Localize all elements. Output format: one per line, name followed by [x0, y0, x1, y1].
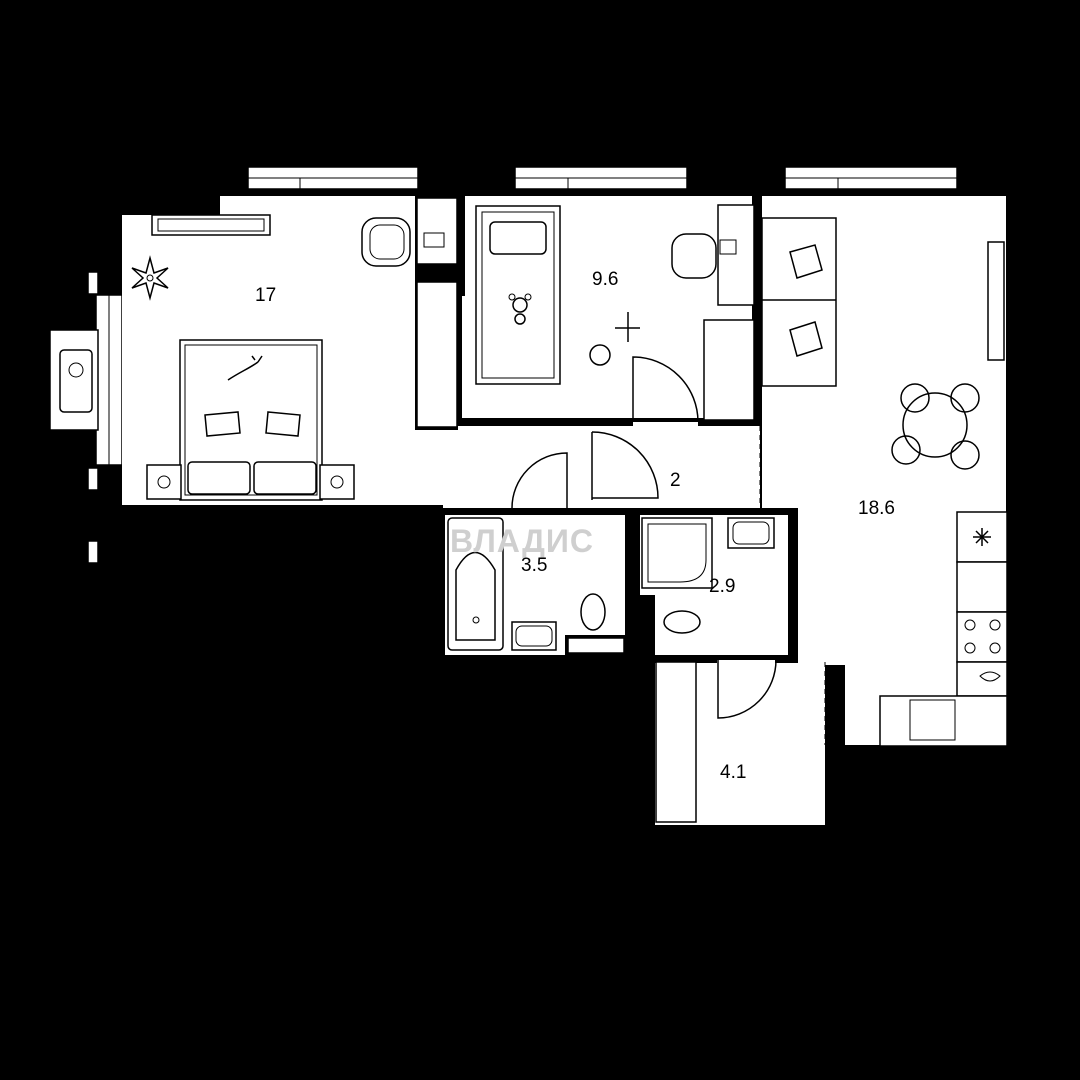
living-furniture [761, 217, 1008, 747]
fan-icon [68, 362, 84, 378]
area-labels: 17 9.6 2 18.6 3.5 2.9 4.1 [255, 269, 895, 783]
ball-icon [589, 344, 611, 366]
area-bathroom: 3.5 [521, 555, 547, 576]
bedroom-furniture [131, 197, 458, 501]
bathroom-fixtures [447, 517, 625, 654]
outdoor-unit [49, 329, 99, 431]
area-shower-room: 2.9 [709, 576, 735, 597]
rocking-horse-icon [615, 312, 640, 342]
kids-furniture [475, 204, 755, 421]
lamp-icon [131, 255, 169, 301]
burner-icon [964, 619, 1001, 654]
area-bedroom: 17 [255, 285, 276, 306]
area-corridor: 2 [670, 470, 681, 491]
watermark: ВЛАДИС [450, 523, 594, 559]
area-kids-room: 9.6 [592, 269, 618, 290]
snowflake-icon [973, 528, 991, 546]
hallway-furniture [655, 661, 697, 823]
cat-icon [227, 355, 263, 381]
shower-fixtures [641, 517, 775, 634]
doors [511, 356, 826, 906]
flame-icon [979, 671, 1001, 682]
teddy-icon [508, 293, 532, 325]
dining-table [891, 383, 980, 470]
area-hallway: 4.1 [720, 762, 746, 783]
area-living-kitchen: 18.6 [858, 498, 895, 519]
